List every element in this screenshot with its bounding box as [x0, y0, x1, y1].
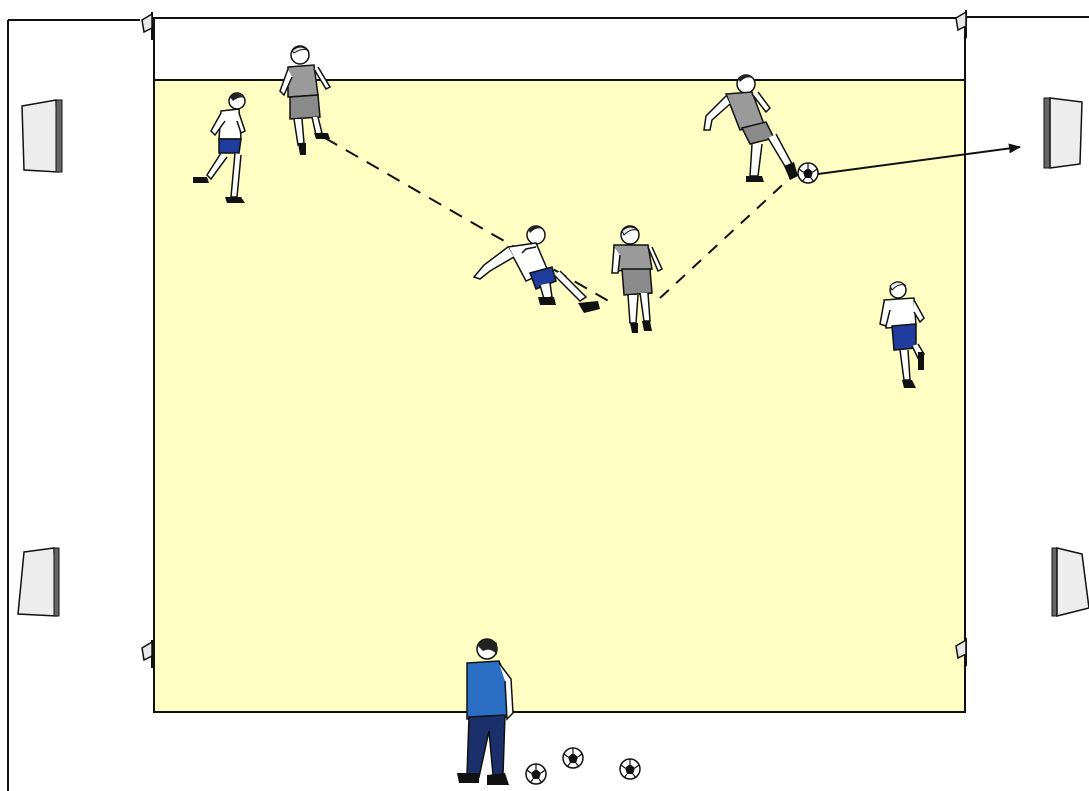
ball-icon [526, 764, 546, 784]
end-zone-top [154, 18, 965, 80]
ball-icon [620, 759, 640, 779]
goal-icon [22, 100, 62, 172]
flag-icon [142, 12, 152, 40]
flag-icon [142, 640, 152, 668]
goal-icon [1052, 548, 1089, 616]
pitch-area [154, 80, 965, 712]
ball-icon [563, 748, 583, 768]
goal-icon [1044, 98, 1082, 168]
goal-icon [18, 548, 59, 616]
ball-icon [798, 163, 818, 183]
